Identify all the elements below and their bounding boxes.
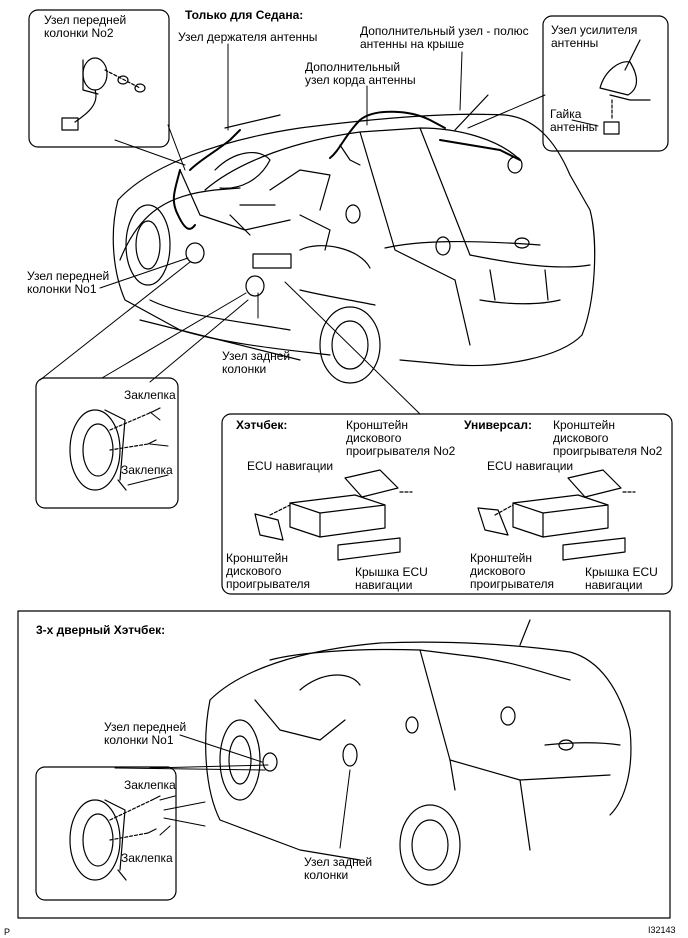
corner-mark: P (4, 927, 11, 937)
label-rear-speaker: Узел задней колонки (222, 349, 291, 376)
label-antenna-nut: Гайка антенны (550, 107, 598, 134)
label-hatch-bracket-no2: Кронштейн дискового проигрывателя No2 (346, 418, 456, 458)
label-antenna-holder: Узел держателя антенны (178, 30, 318, 44)
callout-rivets-upper (35, 377, 179, 509)
callout-front-speaker-2 (28, 9, 170, 148)
label-hatch-ecu: ECU навигации (247, 459, 334, 473)
callout-antenna-amp (542, 15, 669, 152)
rivet-speaker-upper (69, 407, 161, 491)
label-wagon-ecu-cover: Крышка ECU навигации (585, 565, 658, 592)
callout-navigation-ecu (221, 413, 673, 595)
title-hatchback: Хэтчбек: (236, 418, 288, 432)
label-antenna-amp: Узел усилителя антенны (551, 23, 638, 50)
label-wagon-bracket: Кронштейн дискового проигрывателя (470, 551, 555, 591)
leader-lines (39, 43, 599, 849)
label-rivet-2: Заклепка (121, 463, 173, 477)
label-rear-speaker-lower: Узел задней колонки (304, 855, 373, 882)
label-wagon-ecu: ECU навигации (487, 459, 574, 473)
label-rivet-3: Заклепка (124, 778, 176, 792)
wagon-ecu-parts (477, 469, 636, 561)
label-hatch-ecu-cover: Крышка ECU навигации (355, 565, 428, 592)
three-door-frame (17, 610, 671, 919)
label-wagon-bracket-no2: Кронштейн дискового проигрывателя No2 (553, 418, 663, 458)
antenna-amp-part (599, 39, 651, 135)
rivet-speaker-lower (69, 795, 161, 881)
label-hatch-bracket: Кронштейн дискового проигрывателя (226, 551, 311, 591)
label-rivet-1: Заклепка (124, 388, 176, 402)
hatch-ecu-parts (254, 469, 413, 561)
label-aux-roof-pole: Дополнительный узел - полюс антенны на к… (360, 24, 529, 51)
title-three-door: 3-х дверный Хэтчбек: (36, 623, 166, 637)
lower-car-outline (205, 619, 632, 886)
title-sedan-only: Только для Седана: (185, 8, 304, 22)
label-front-speaker-1-lower: Узел передней колонки No1 (104, 720, 187, 747)
upper-car-outline (112, 94, 596, 384)
label-rivet-4: Заклепка (121, 851, 173, 865)
speaker-no2-part (61, 57, 146, 131)
title-wagon: Универсал: (464, 418, 532, 432)
label-aux-antenna-cord: Дополнительный узел корда антенны (305, 60, 416, 87)
label-front-speaker-1: Узел передней колонки No1 (27, 269, 110, 296)
callout-rivets-lower (35, 766, 177, 901)
figure-code: I32143 (648, 925, 676, 935)
label-front-speaker-2: Узел передней колонки No2 (44, 13, 127, 40)
